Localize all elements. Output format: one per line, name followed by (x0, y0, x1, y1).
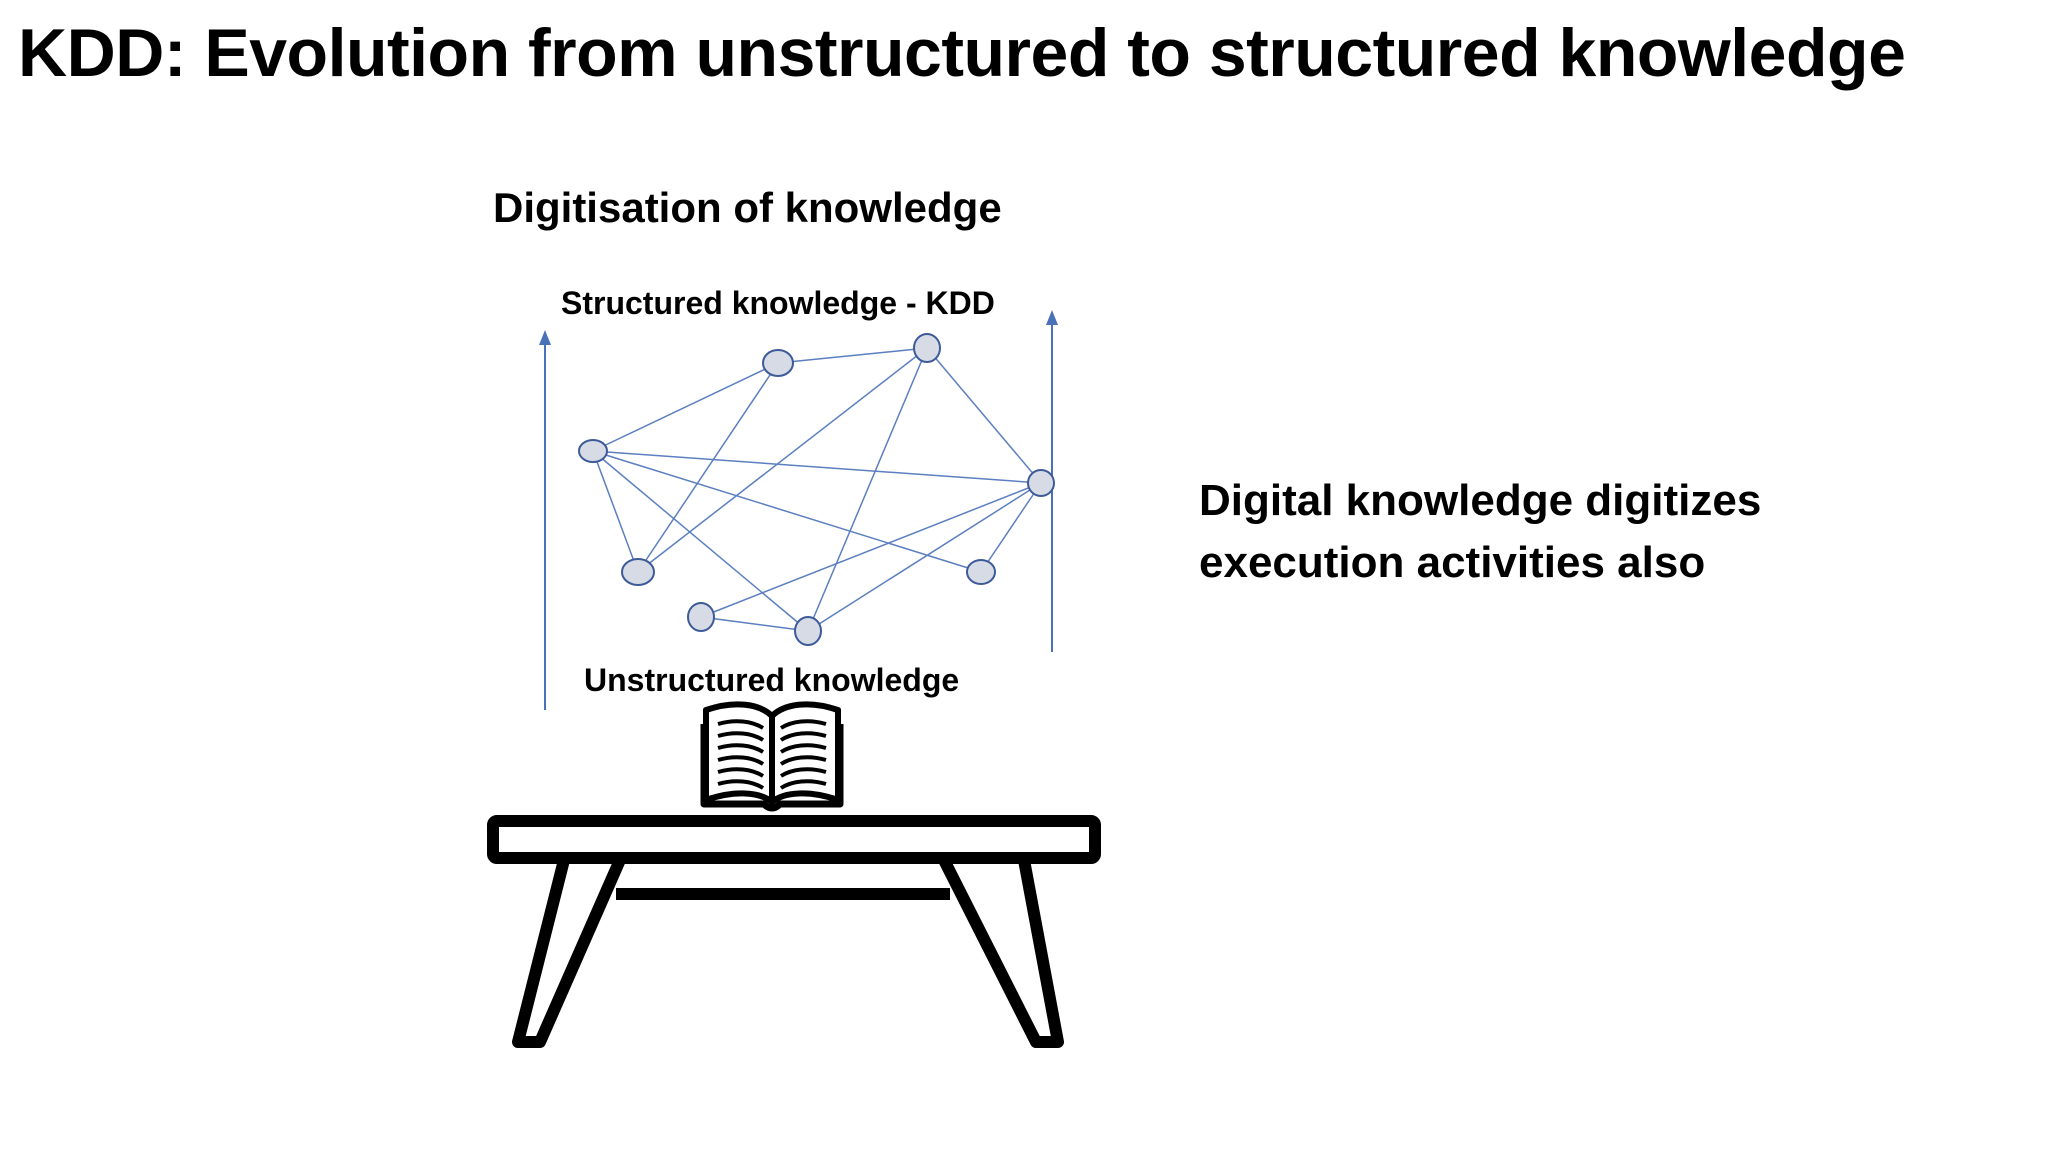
network-node (763, 350, 793, 376)
side-note-line-2: execution activities also (1199, 532, 1819, 594)
network-node (795, 617, 821, 645)
network-node (579, 440, 607, 462)
network-edge (593, 451, 981, 572)
network-edge (927, 348, 1041, 483)
side-note-line-1: Digital knowledge digitizes (1199, 470, 1819, 532)
unstructured-knowledge-label: Unstructured knowledge (584, 662, 959, 699)
network-edge (593, 451, 638, 572)
network-edge (593, 451, 1041, 483)
network-node (967, 560, 995, 584)
network-edge (701, 617, 808, 631)
network-edge (593, 363, 778, 451)
table-icon (493, 821, 1095, 1042)
network-nodes (579, 334, 1054, 645)
structured-knowledge-label: Structured knowledge - KDD (561, 285, 995, 322)
network-node (688, 603, 714, 631)
network-edges (593, 348, 1041, 631)
left-arrow-head (539, 330, 551, 345)
network-edge (808, 348, 927, 631)
network-edge (808, 483, 1041, 631)
network-edge (778, 348, 927, 363)
network-edge (638, 363, 778, 572)
section-subtitle: Digitisation of knowledge (493, 184, 1002, 232)
network-node (914, 334, 940, 362)
network-edge (701, 483, 1041, 617)
side-note: Digital knowledge digitizes execution ac… (1199, 470, 1819, 594)
slide-title: KDD: Evolution from unstructured to stru… (18, 14, 1905, 92)
network-edge (593, 451, 808, 631)
network-node (1028, 470, 1054, 496)
open-book-icon (704, 704, 840, 808)
network-node (622, 559, 654, 585)
network-edge (981, 483, 1041, 572)
right-arrow-head (1046, 310, 1058, 325)
network-edge (638, 348, 927, 572)
